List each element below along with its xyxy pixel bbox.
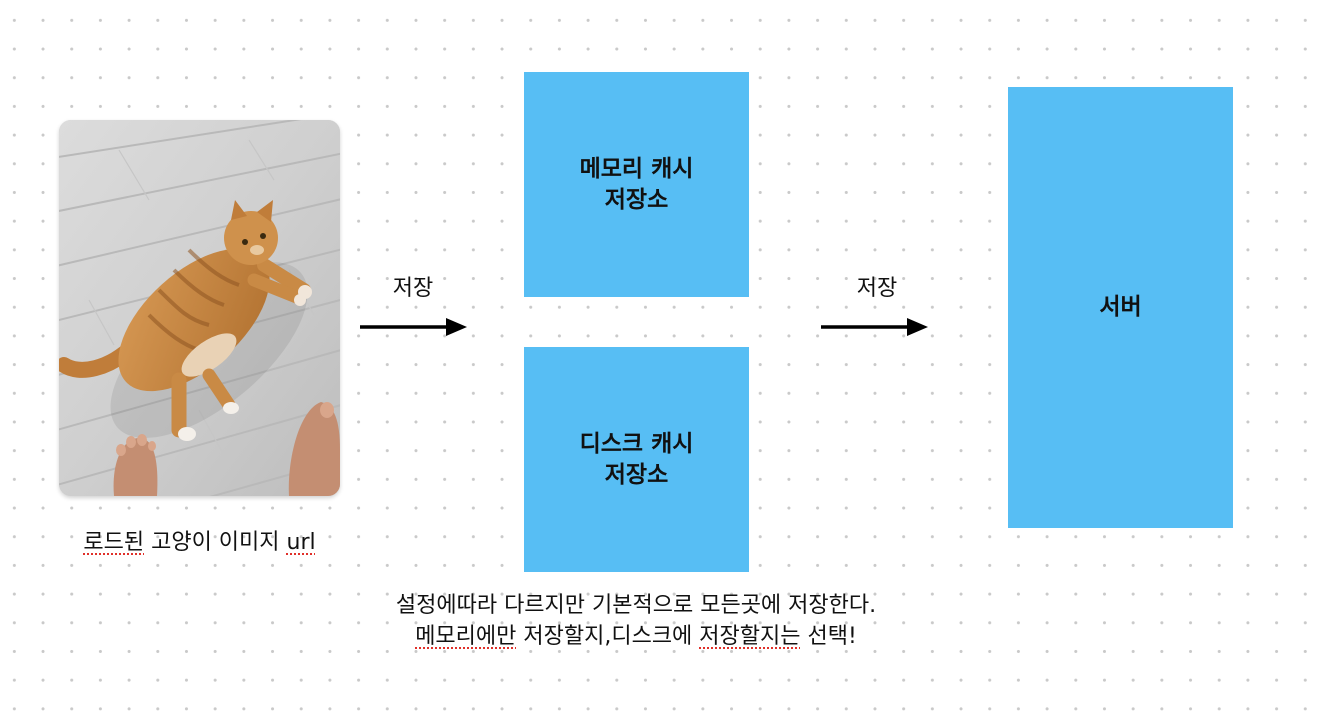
arrow-right-icon bbox=[358, 317, 468, 337]
note-word-whether-save: 저장할지는 bbox=[699, 624, 800, 649]
server-label: 서버 bbox=[1099, 292, 1141, 323]
memory-cache-label: 메모리 캐시 저장소 bbox=[580, 154, 694, 216]
note-line-2: 메모리에만 저장할지,디스크에 저장할지는 선택! bbox=[300, 621, 972, 652]
memory-cache-storage-box: 메모리 캐시 저장소 bbox=[524, 72, 749, 297]
arrow-right-icon bbox=[819, 317, 929, 337]
caption-word-url: url bbox=[287, 530, 316, 555]
caption-text: 고양이 이미지 bbox=[144, 530, 286, 555]
server-box: 서버 bbox=[1008, 87, 1233, 528]
cat-photo bbox=[59, 120, 340, 496]
note-word-memory-only: 메모리에만 bbox=[415, 624, 516, 649]
image-caption: 로드된 고양이 이미지 url bbox=[59, 528, 340, 558]
note-line-1: 설정에따라 다르지만 기본적으로 모든곳에 저장한다. bbox=[300, 590, 972, 621]
caption-word-loaded: 로드된 bbox=[83, 530, 144, 555]
arrow-label-save-1: 저장 bbox=[358, 275, 468, 303]
note-text-a: 저장할지,디스크에 bbox=[516, 624, 699, 649]
disk-cache-label: 디스크 캐시 저장소 bbox=[580, 429, 694, 491]
note-text-b: 선택! bbox=[801, 624, 857, 649]
explanation-note: 설정에따라 다르지만 기본적으로 모든곳에 저장한다. 메모리에만 저장할지,디… bbox=[300, 590, 972, 652]
disk-cache-storage-box: 디스크 캐시 저장소 bbox=[524, 347, 749, 572]
arrow-label-save-2: 저장 bbox=[822, 275, 932, 303]
